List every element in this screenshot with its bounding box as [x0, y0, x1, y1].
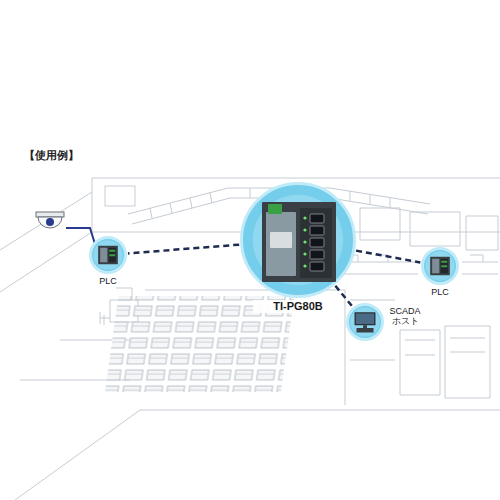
monitor-stand: [363, 325, 367, 328]
plc-io: [441, 259, 448, 273]
power-supply: [266, 212, 296, 276]
power-label: [270, 232, 292, 248]
rj45-port: [310, 262, 324, 271]
rj45-port: [310, 238, 324, 247]
monitor: [355, 312, 376, 325]
status-led: [303, 216, 306, 219]
circle-outline: [346, 303, 384, 341]
device-label: PLC: [88, 276, 128, 286]
plc-power: [100, 248, 107, 262]
device-circle: PLC: [421, 247, 459, 285]
highlight-circle: [242, 184, 355, 297]
rj45-port: [310, 214, 324, 223]
status-led: [303, 240, 306, 243]
circle-outline: [240, 182, 356, 298]
camera-lens: [46, 218, 54, 226]
dome-camera: [36, 212, 64, 228]
inner-glow: [425, 251, 455, 281]
switch-circle: TI-PG80B: [240, 182, 356, 298]
terminal-block: [268, 204, 282, 214]
highlight-circle: [348, 305, 383, 340]
side-conveyor: [332, 255, 498, 274]
device-icon: [430, 257, 450, 275]
device-label: PLC: [420, 287, 460, 297]
diagram-title: 【使用例】: [24, 148, 79, 163]
monitor-screen: [356, 313, 374, 323]
rj45-port: [310, 250, 324, 259]
floor-line: [20, 290, 395, 405]
network-link: [356, 251, 420, 263]
inner-glow: [350, 307, 380, 337]
device-icon: [355, 312, 376, 332]
device-label: TI-PG80B: [253, 300, 343, 313]
cabinet: [400, 326, 490, 398]
status-led: [303, 252, 306, 255]
device-body: [262, 202, 336, 282]
camera-cable: [66, 228, 95, 244]
plc-terminal: [441, 265, 447, 267]
network-link: [128, 245, 239, 254]
highlight-circle: [91, 238, 126, 273]
plc-terminal: [109, 250, 115, 252]
plc-io: [109, 248, 116, 262]
camera-mount: [36, 212, 64, 217]
circle-outline: [89, 236, 127, 274]
host-base: [356, 328, 373, 333]
circle-outline: [421, 247, 459, 285]
status-led: [303, 264, 306, 267]
factory-wall: [0, 178, 500, 500]
switch-module: [300, 208, 332, 278]
plc-terminal: [109, 254, 115, 256]
camera-dome: [38, 217, 62, 228]
device-circle: SCADA ホスト: [346, 303, 384, 341]
plc-body: [98, 246, 118, 264]
status-led: [303, 228, 306, 231]
highlight-circle: [423, 249, 458, 284]
plc-terminal: [441, 261, 447, 263]
plc-body: [430, 257, 450, 275]
device-icon: [98, 246, 118, 264]
device-icon: [262, 202, 336, 282]
plc-power: [432, 259, 439, 273]
device-circle: PLC: [89, 236, 127, 274]
device-label: SCADA ホスト: [386, 306, 424, 327]
rj45-port: [310, 226, 324, 235]
inner-glow: [93, 240, 123, 270]
inner-glow: [253, 195, 343, 285]
